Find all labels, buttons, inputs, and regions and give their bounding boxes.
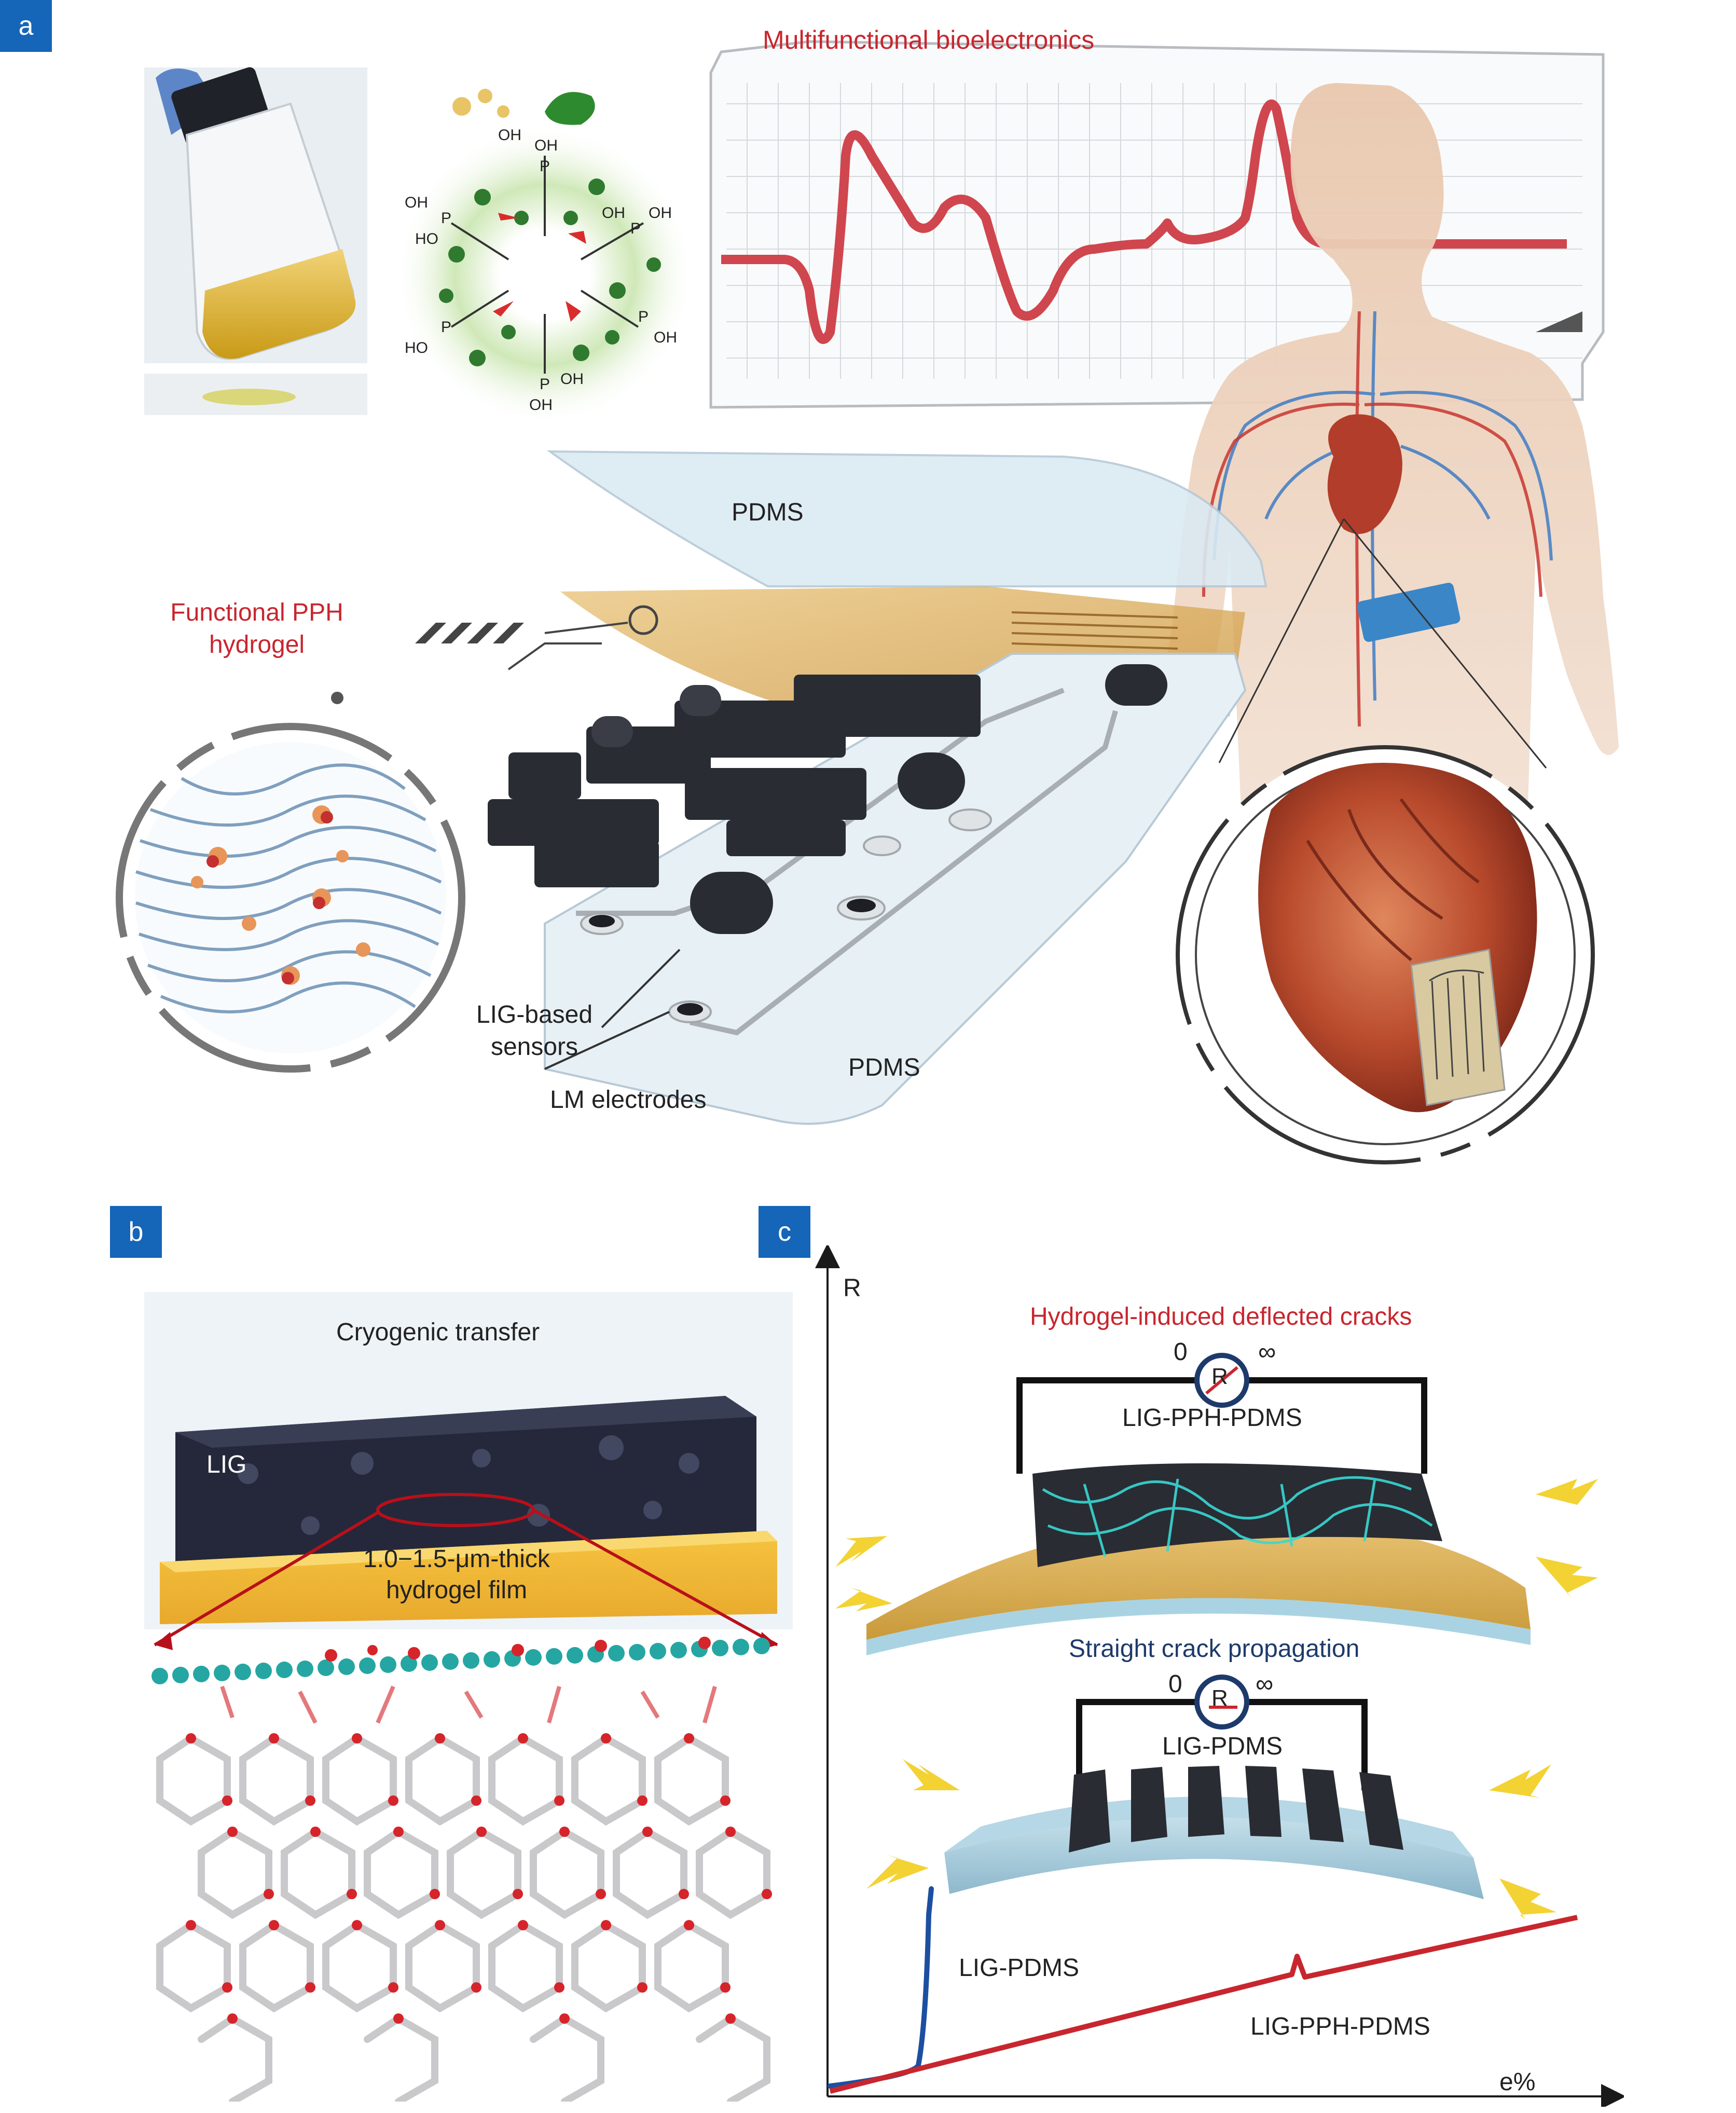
lig-sensors-line1: LIG-based xyxy=(457,999,612,1031)
hydrogel-film-line2: hydrogel film xyxy=(311,1575,602,1606)
pph-hydrogel-line2: hydrogel xyxy=(140,629,374,661)
bottom-scale-zero: 0 xyxy=(1168,1670,1182,1698)
molecule-label: OH xyxy=(649,204,672,222)
molecule-label: P xyxy=(441,210,451,227)
top-device-label: LIG-PPH-PDMS xyxy=(1122,1404,1302,1432)
pph-hydrogel-zoom xyxy=(119,692,462,1069)
lig-sensors-line2: sensors xyxy=(457,1031,612,1063)
molecule-label: OH xyxy=(405,194,428,211)
phosphate-molecule: OH P OH OH P P OH P OH OH P HO P OH HO O… xyxy=(394,89,695,426)
hydrogel-film-label: 1.0−1.5-μm-thick hydrogel film xyxy=(311,1544,602,1606)
molecule-label: HO xyxy=(415,230,438,248)
top-scale-infinity: ∞ xyxy=(1258,1338,1276,1366)
lig-sensors-label: LIG-based sensors xyxy=(457,999,612,1063)
panel-c-badge: c xyxy=(759,1206,810,1258)
curve-label-lig-pdms: LIG-PDMS xyxy=(959,1954,1079,1982)
y-axis-label: R xyxy=(843,1274,861,1302)
molecule-label: P xyxy=(441,319,451,336)
molecule-label: OH xyxy=(498,127,521,144)
deflected-cracks-title: Hydrogel-induced deflected cracks xyxy=(1030,1302,1412,1331)
bottom-device-label: LIG-PDMS xyxy=(1162,1732,1283,1761)
molecule-label: OH xyxy=(534,137,558,154)
lm-electrodes-label: LM electrodes xyxy=(550,1086,706,1114)
pdms-top-label: PDMS xyxy=(732,498,804,527)
hydrogel-film-line1: 1.0−1.5-μm-thick xyxy=(311,1544,602,1575)
x-axis-label: e% xyxy=(1499,2068,1535,2096)
curve-label-lig-pph-pdms: LIG-PPH-PDMS xyxy=(1250,2012,1430,2041)
bottom-scale-infinity: ∞ xyxy=(1256,1670,1273,1698)
bottom-meter-r: R xyxy=(1211,1685,1228,1711)
molecule-label: OH xyxy=(529,396,553,414)
molecule-label: HO xyxy=(405,339,428,356)
top-scale-zero: 0 xyxy=(1174,1338,1188,1366)
molecule-label: P xyxy=(540,376,550,393)
panel-b-illustration xyxy=(144,1292,793,2102)
molecule-label: OH xyxy=(602,204,625,222)
panel-b-title: Cryogenic transfer xyxy=(336,1318,540,1347)
molecule-label: OH xyxy=(654,329,677,346)
panel-a-title: Multifunctional bioelectronics xyxy=(763,25,1094,55)
straight-crack-title: Straight crack propagation xyxy=(1069,1635,1359,1663)
molecule-label: P xyxy=(540,158,550,175)
pdms-bottom-label: PDMS xyxy=(848,1053,920,1082)
pph-hydrogel-line1: Functional PPH xyxy=(140,597,374,629)
vial-photo xyxy=(144,65,367,415)
molecule-label: P xyxy=(630,220,641,237)
lig-label: LIG xyxy=(206,1450,246,1479)
molecule-label: P xyxy=(638,308,649,325)
top-meter-r: R xyxy=(1211,1364,1228,1390)
panel-b-badge: b xyxy=(110,1206,162,1258)
molecule-label: OH xyxy=(560,371,584,388)
pph-hydrogel-label: Functional PPH hydrogel xyxy=(140,597,374,661)
